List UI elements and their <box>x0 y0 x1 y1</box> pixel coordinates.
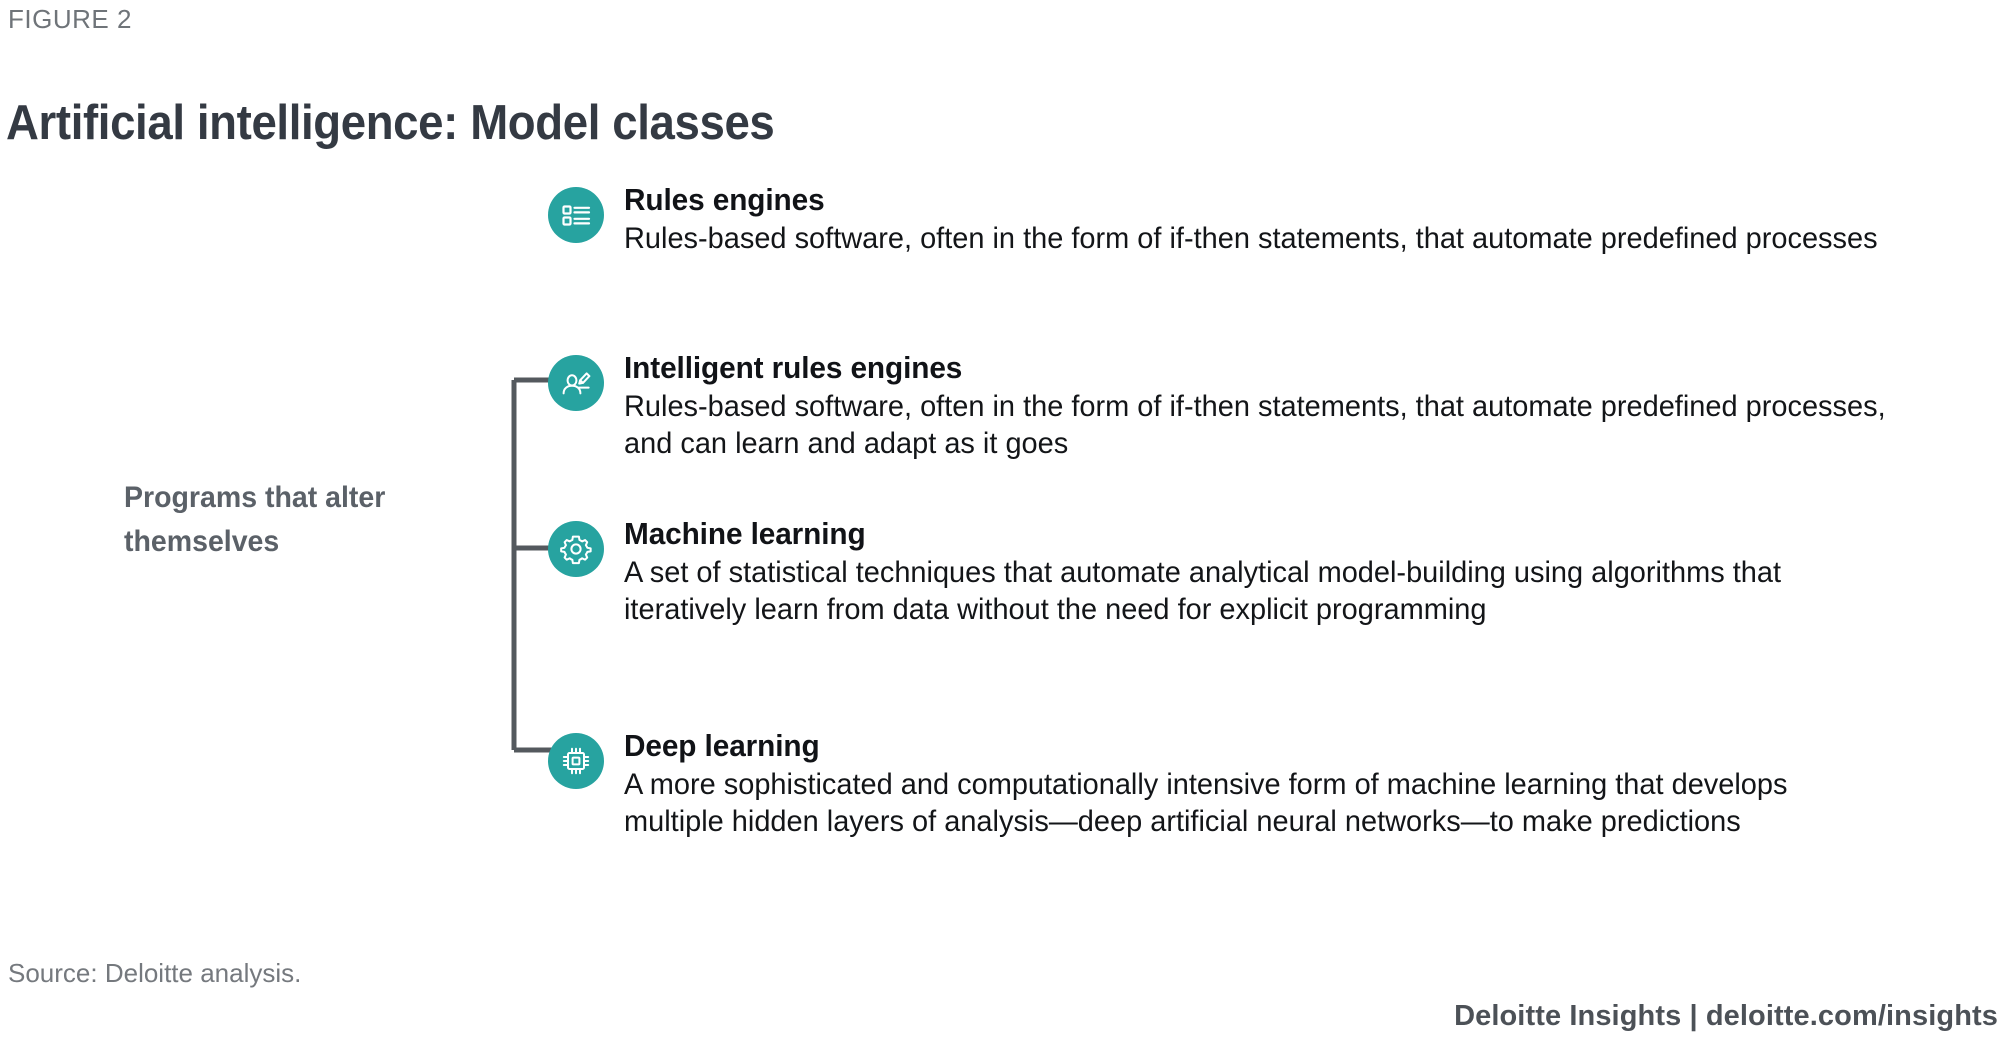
list-item[interactable]: Machine learning A set of statistical te… <box>548 516 1934 628</box>
gear-icon <box>548 521 604 577</box>
group-label-programs-that-alter-themselves: Programs that alter themselves <box>124 481 386 559</box>
figure-label: FIGURE 2 <box>8 4 132 34</box>
list-item-body: Machine learning A set of statistical te… <box>624 516 1934 628</box>
microchip-icon <box>548 733 604 789</box>
list-item[interactable]: Rules engines Rules-based software, ofte… <box>548 182 1923 258</box>
rules-list-icon <box>548 187 604 243</box>
list-item-description: Rules-based software, often in the form … <box>624 389 1886 460</box>
list-item-body: Intelligent rules engines Rules-based so… <box>624 350 1934 462</box>
user-pencil-icon <box>548 355 604 411</box>
list-item[interactable]: Deep learning A more sophisticated and c… <box>548 728 1934 840</box>
list-item-description: Rules-based software, often in the form … <box>624 221 1878 255</box>
list-item-title: Intelligent rules engines <box>624 350 963 385</box>
list-item-title: Rules engines <box>624 182 825 217</box>
page-title: Artificial intelligence: Model classes <box>6 95 775 150</box>
list-item-description: A more sophisticated and computationally… <box>624 767 1788 838</box>
diagram-canvas: Programs that alter themselves <box>0 160 2000 920</box>
list-item[interactable]: Intelligent rules engines Rules-based so… <box>548 350 1934 462</box>
list-item-body: Rules engines Rules-based software, ofte… <box>624 182 1923 258</box>
source-note: Source: Deloitte analysis. <box>8 958 302 988</box>
brand-footer: Deloitte Insights | deloitte.com/insight… <box>1454 1000 1998 1032</box>
list-item-title: Deep learning <box>624 728 820 763</box>
list-item-description: A set of statistical techniques that aut… <box>624 555 1782 626</box>
list-item-title: Machine learning <box>624 516 866 551</box>
list-item-body: Deep learning A more sophisticated and c… <box>624 728 1934 840</box>
